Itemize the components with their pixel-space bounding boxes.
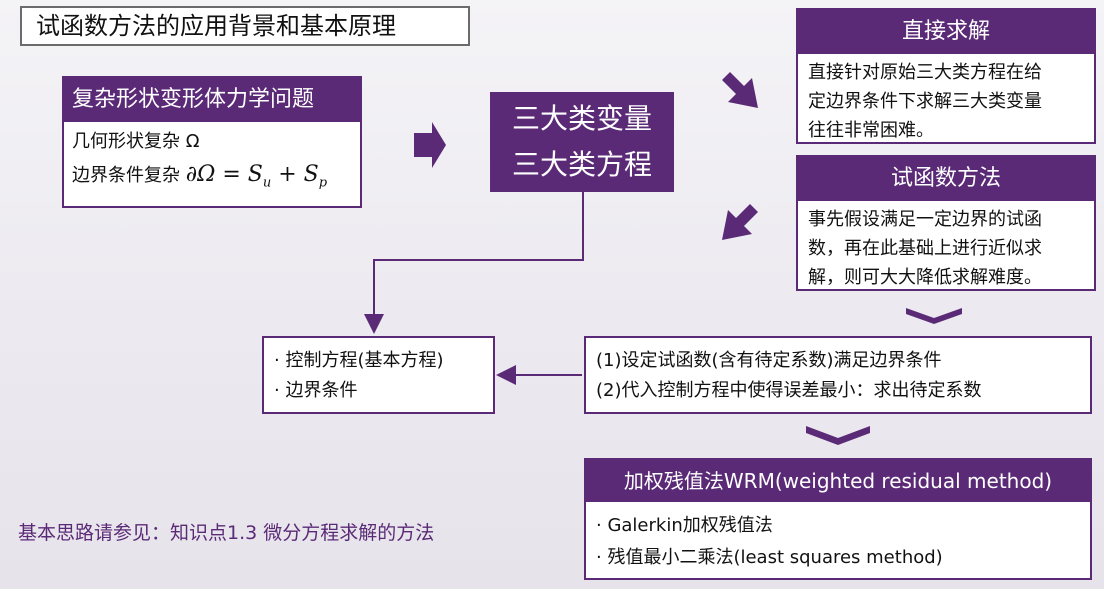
boundary-formula: ∂Ω = Su + Sp [185,162,328,191]
diagonal-arrow-icon-trial [722,204,758,240]
trial-header: 试函数方法 [798,157,1094,201]
wrm-box: 加权残值法WRM(weighted residual method) · Gal… [584,458,1092,580]
trial-box: 试函数方法 事先假设满足一定边界的试函 数，再在此基础上进行近似求 解，则可大大… [796,155,1096,291]
problem-line-2: 边界条件复杂 ∂Ω = Su + Sp [64,161,360,196]
control-item-1: · 控制方程(基本方程) [274,350,444,371]
step-2: (2)代入控制方程中使得误差最小：求出待定系数 [596,380,982,401]
problem-line-2-label: 边界条件复杂 [72,165,180,186]
trial-body: 事先假设满足一定边界的试函 数，再在此基础上进行近似求 解，则可大大降低求解难度… [798,201,1094,292]
reference-note: 基本思路请参见：知识点1.3 微分方程求解的方法 [18,522,435,544]
center-line-2: 三大类方程 [511,148,652,181]
center-box: 三大类变量 三大类方程 [490,92,674,192]
chevron-down-icon-1 [906,308,962,324]
trial-line-2: 数，再在此基础上进行近似求 [808,238,1042,259]
right-arrow-icon [414,122,446,168]
steps-box: (1)设定试函数(含有待定系数)满足边界条件 (2)代入控制方程中使得误差最小：… [584,336,1092,414]
problem-box: 复杂形状变形体力学问题 几何形状复杂 Ω 边界条件复杂 ∂Ω = Su + Sp [62,76,362,208]
direct-line-3: 往往非常困难。 [808,120,934,141]
page-title: 试函数方法的应用背景和基本原理 [20,6,470,46]
direct-line-1: 直接针对原始三大类方程在给 [808,62,1042,83]
direct-line-2: 定边界条件下求解三大类变量 [808,91,1042,112]
control-box: · 控制方程(基本方程) · 边界条件 [262,336,495,414]
step-1: (1)设定试函数(含有待定系数)满足边界条件 [596,350,942,371]
trial-line-1: 事先假设满足一定边界的试函 [808,209,1042,230]
chevron-down-icon-2 [806,426,870,445]
direct-body: 直接针对原始三大类方程在给 定边界条件下求解三大类变量 往往非常困难。 [798,54,1094,145]
problem-line-1: 几何形状复杂 Ω [72,131,200,152]
wrm-item-2: · 残值最小二乘法(least squares method) [596,547,943,568]
direct-header: 直接求解 [798,10,1094,54]
center-to-control-connector [364,192,584,334]
wrm-item-1: · Galerkin加权残值法 [596,515,773,536]
control-item-2: · 边界条件 [274,380,358,401]
wrm-header: 加权残值法WRM(weighted residual method) [586,460,1090,502]
trial-line-3: 解，则可大大降低求解难度。 [808,267,1042,288]
center-line-1: 三大类变量 [511,102,652,135]
direct-box: 直接求解 直接针对原始三大类方程在给 定边界条件下求解三大类变量 往往非常困难。 [796,8,1096,144]
problem-header: 复杂形状变形体力学问题 [64,78,360,122]
diagonal-arrow-icon-direct [722,72,758,108]
